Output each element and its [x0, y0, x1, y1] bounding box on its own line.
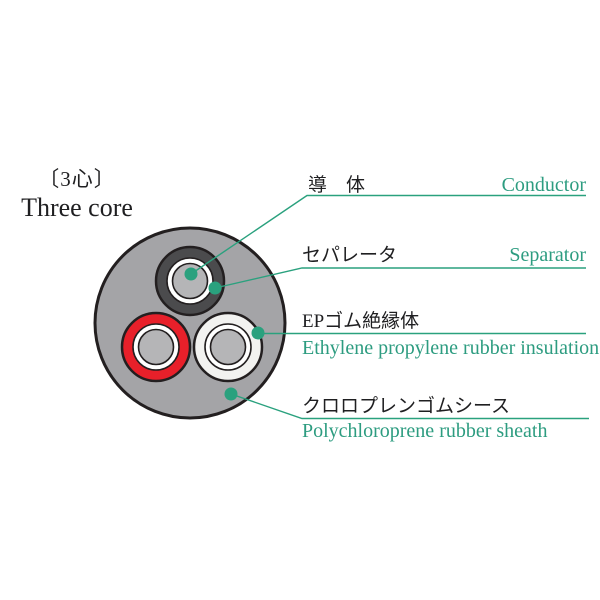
core-top-conductor: [171, 262, 209, 300]
core-top: [154, 245, 226, 317]
conductor-label-jp: 導 体: [308, 175, 366, 196]
leader-line-conductor: [190, 194, 586, 275]
title-japanese: 〔3心〕: [38, 167, 116, 191]
insulation-label-jp: EPゴム絶縁体: [302, 311, 420, 332]
marker-dot-conductor: [184, 267, 198, 281]
title-block: 〔3心〕 Three core: [8, 166, 146, 223]
core-right: [192, 311, 264, 383]
leader-line-separator: [214, 267, 586, 289]
core-left: [120, 311, 192, 383]
separator-label-jp: セパレータ: [302, 245, 398, 266]
sheath-label-en: Polychloroprene rubber sheath: [302, 420, 548, 442]
callout-conductor: 導 体 Conductor: [308, 170, 586, 197]
core-right-conductor: [209, 328, 247, 366]
core-left-conductor: [137, 328, 175, 366]
conductor-label-en: Conductor: [501, 174, 586, 196]
marker-dot-separator: [208, 281, 222, 295]
callout-separator: セパレータ Separator: [302, 240, 586, 267]
sheath-label-jp: クロロプレンゴムシース: [302, 396, 511, 417]
title-english: Three core: [21, 193, 133, 223]
marker-dot-insulation: [251, 326, 265, 340]
separator-label-en: Separator: [509, 244, 586, 266]
leader-line-sheath: [230, 393, 589, 420]
insulation-label-en: Ethylene propylene rubber insulation: [302, 337, 600, 359]
marker-dot-sheath: [224, 387, 238, 401]
